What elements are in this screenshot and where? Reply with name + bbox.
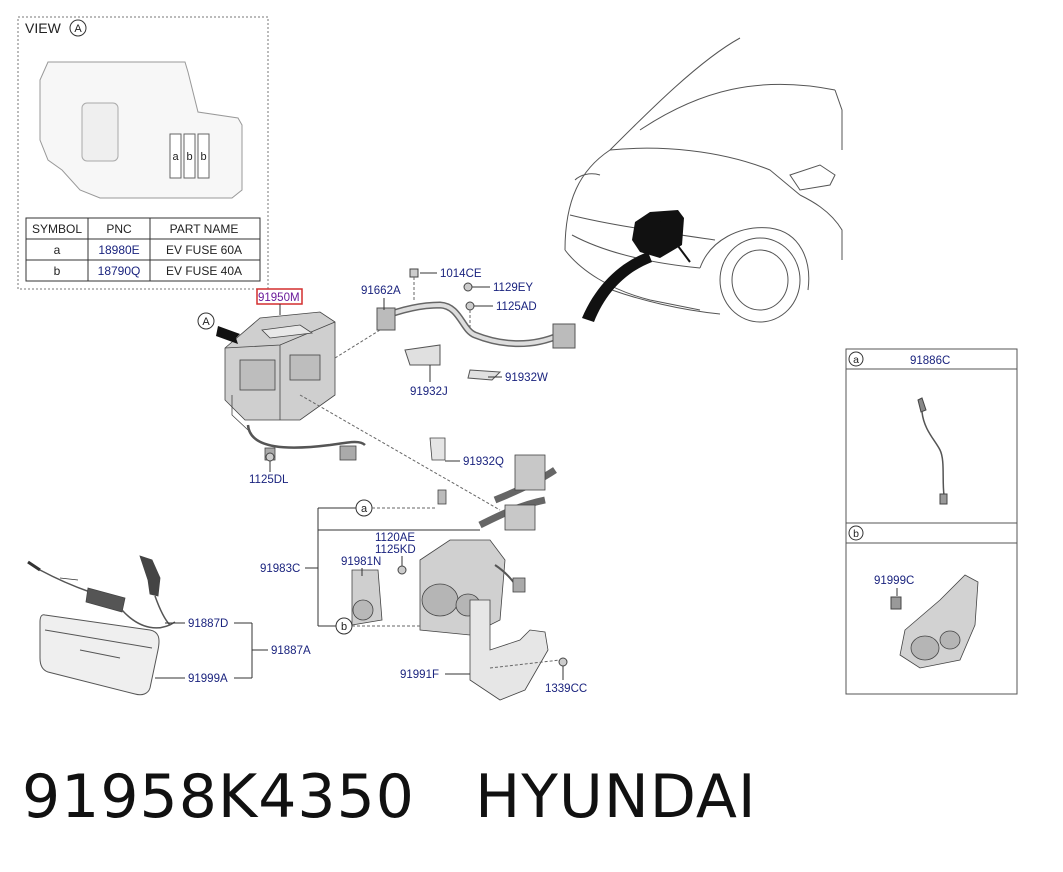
callout-91999A: 91999A	[188, 673, 228, 685]
brand-name: HYUNDAI	[475, 762, 757, 832]
table-header-part-name: PART NAME	[170, 222, 239, 236]
view-a-inset: VIEW A a b b SYMBOL PNC PART NAME a 1898…	[17, 16, 269, 290]
view-circle-label: A	[74, 23, 82, 35]
fuse-label-a: a	[172, 151, 179, 163]
bracket-91983c	[305, 507, 480, 627]
callout-91950M: 91950M	[258, 292, 300, 304]
part-number: 91958K4350	[22, 762, 415, 832]
table-header-pnc: PNC	[106, 222, 132, 236]
view-title: VIEW	[25, 20, 62, 36]
detail-b-part: 91999C	[874, 575, 914, 587]
table-cell: 18790Q	[98, 264, 141, 278]
harness-91662a	[376, 301, 576, 381]
callout-91932W: 91932W	[505, 372, 548, 384]
view-arrow	[216, 326, 240, 344]
table-cell: EV FUSE 40A	[166, 264, 242, 278]
leader-line	[299, 394, 501, 511]
callout-1125KD: 1125KD	[375, 544, 416, 556]
fuse-label-b1: b	[186, 151, 192, 163]
bracket-91991f	[469, 599, 549, 701]
callout-91932Q: 91932Q	[463, 456, 504, 468]
callout-1125DL: 1125DL	[249, 474, 289, 486]
location-arrow	[582, 252, 652, 322]
table-cell: b	[54, 264, 61, 278]
callout-91662A: 91662A	[361, 285, 401, 297]
detail-b-circle: b	[853, 528, 859, 540]
main-unit	[224, 311, 366, 461]
table-cell: EV FUSE 60A	[166, 243, 242, 257]
callout-1014CE: 1014CE	[440, 268, 482, 280]
fuse-label-b2: b	[200, 151, 206, 163]
charging-port-assembly	[351, 437, 557, 636]
callout-91981N: 91981N	[341, 556, 381, 568]
callout-circle-A: A	[202, 316, 210, 328]
footer-title: 91958K4350 HYUNDAI	[22, 762, 757, 832]
table-cell: 18980E	[98, 243, 139, 257]
callout-91991F: 91991F	[400, 669, 439, 681]
detail-a-part: 91886C	[910, 355, 950, 367]
car-illustration	[564, 37, 843, 323]
callout-1339CC: 1339CC	[545, 683, 587, 695]
storage-case	[39, 614, 160, 696]
callout-1125AD: 1125AD	[496, 301, 537, 313]
car-unit-highlight	[632, 210, 691, 263]
callout-1129EY: 1129EY	[493, 282, 533, 294]
callout-91887D: 91887D	[188, 618, 228, 630]
callout-1120AE: 1120AE	[375, 532, 415, 544]
leader-line	[334, 329, 381, 359]
fuse-table: SYMBOL PNC PART NAME a 18980E EV FUSE 60…	[25, 217, 261, 282]
callout-91932J: 91932J	[410, 386, 448, 398]
bracket-91887a	[234, 622, 268, 679]
detail-a-circle: a	[853, 354, 859, 366]
callout-circle-a: a	[361, 503, 368, 515]
portable-charger	[27, 555, 176, 629]
callout-91887A: 91887A	[271, 645, 311, 657]
detail-b-box: b 91999C	[845, 522, 1018, 695]
callout-circle-b: b	[341, 621, 347, 633]
callout-91983C: 91983C	[260, 563, 300, 575]
table-header-symbol: SYMBOL	[32, 222, 82, 236]
detail-a-box: a 91886C	[845, 348, 1018, 524]
table-cell: a	[54, 243, 61, 257]
